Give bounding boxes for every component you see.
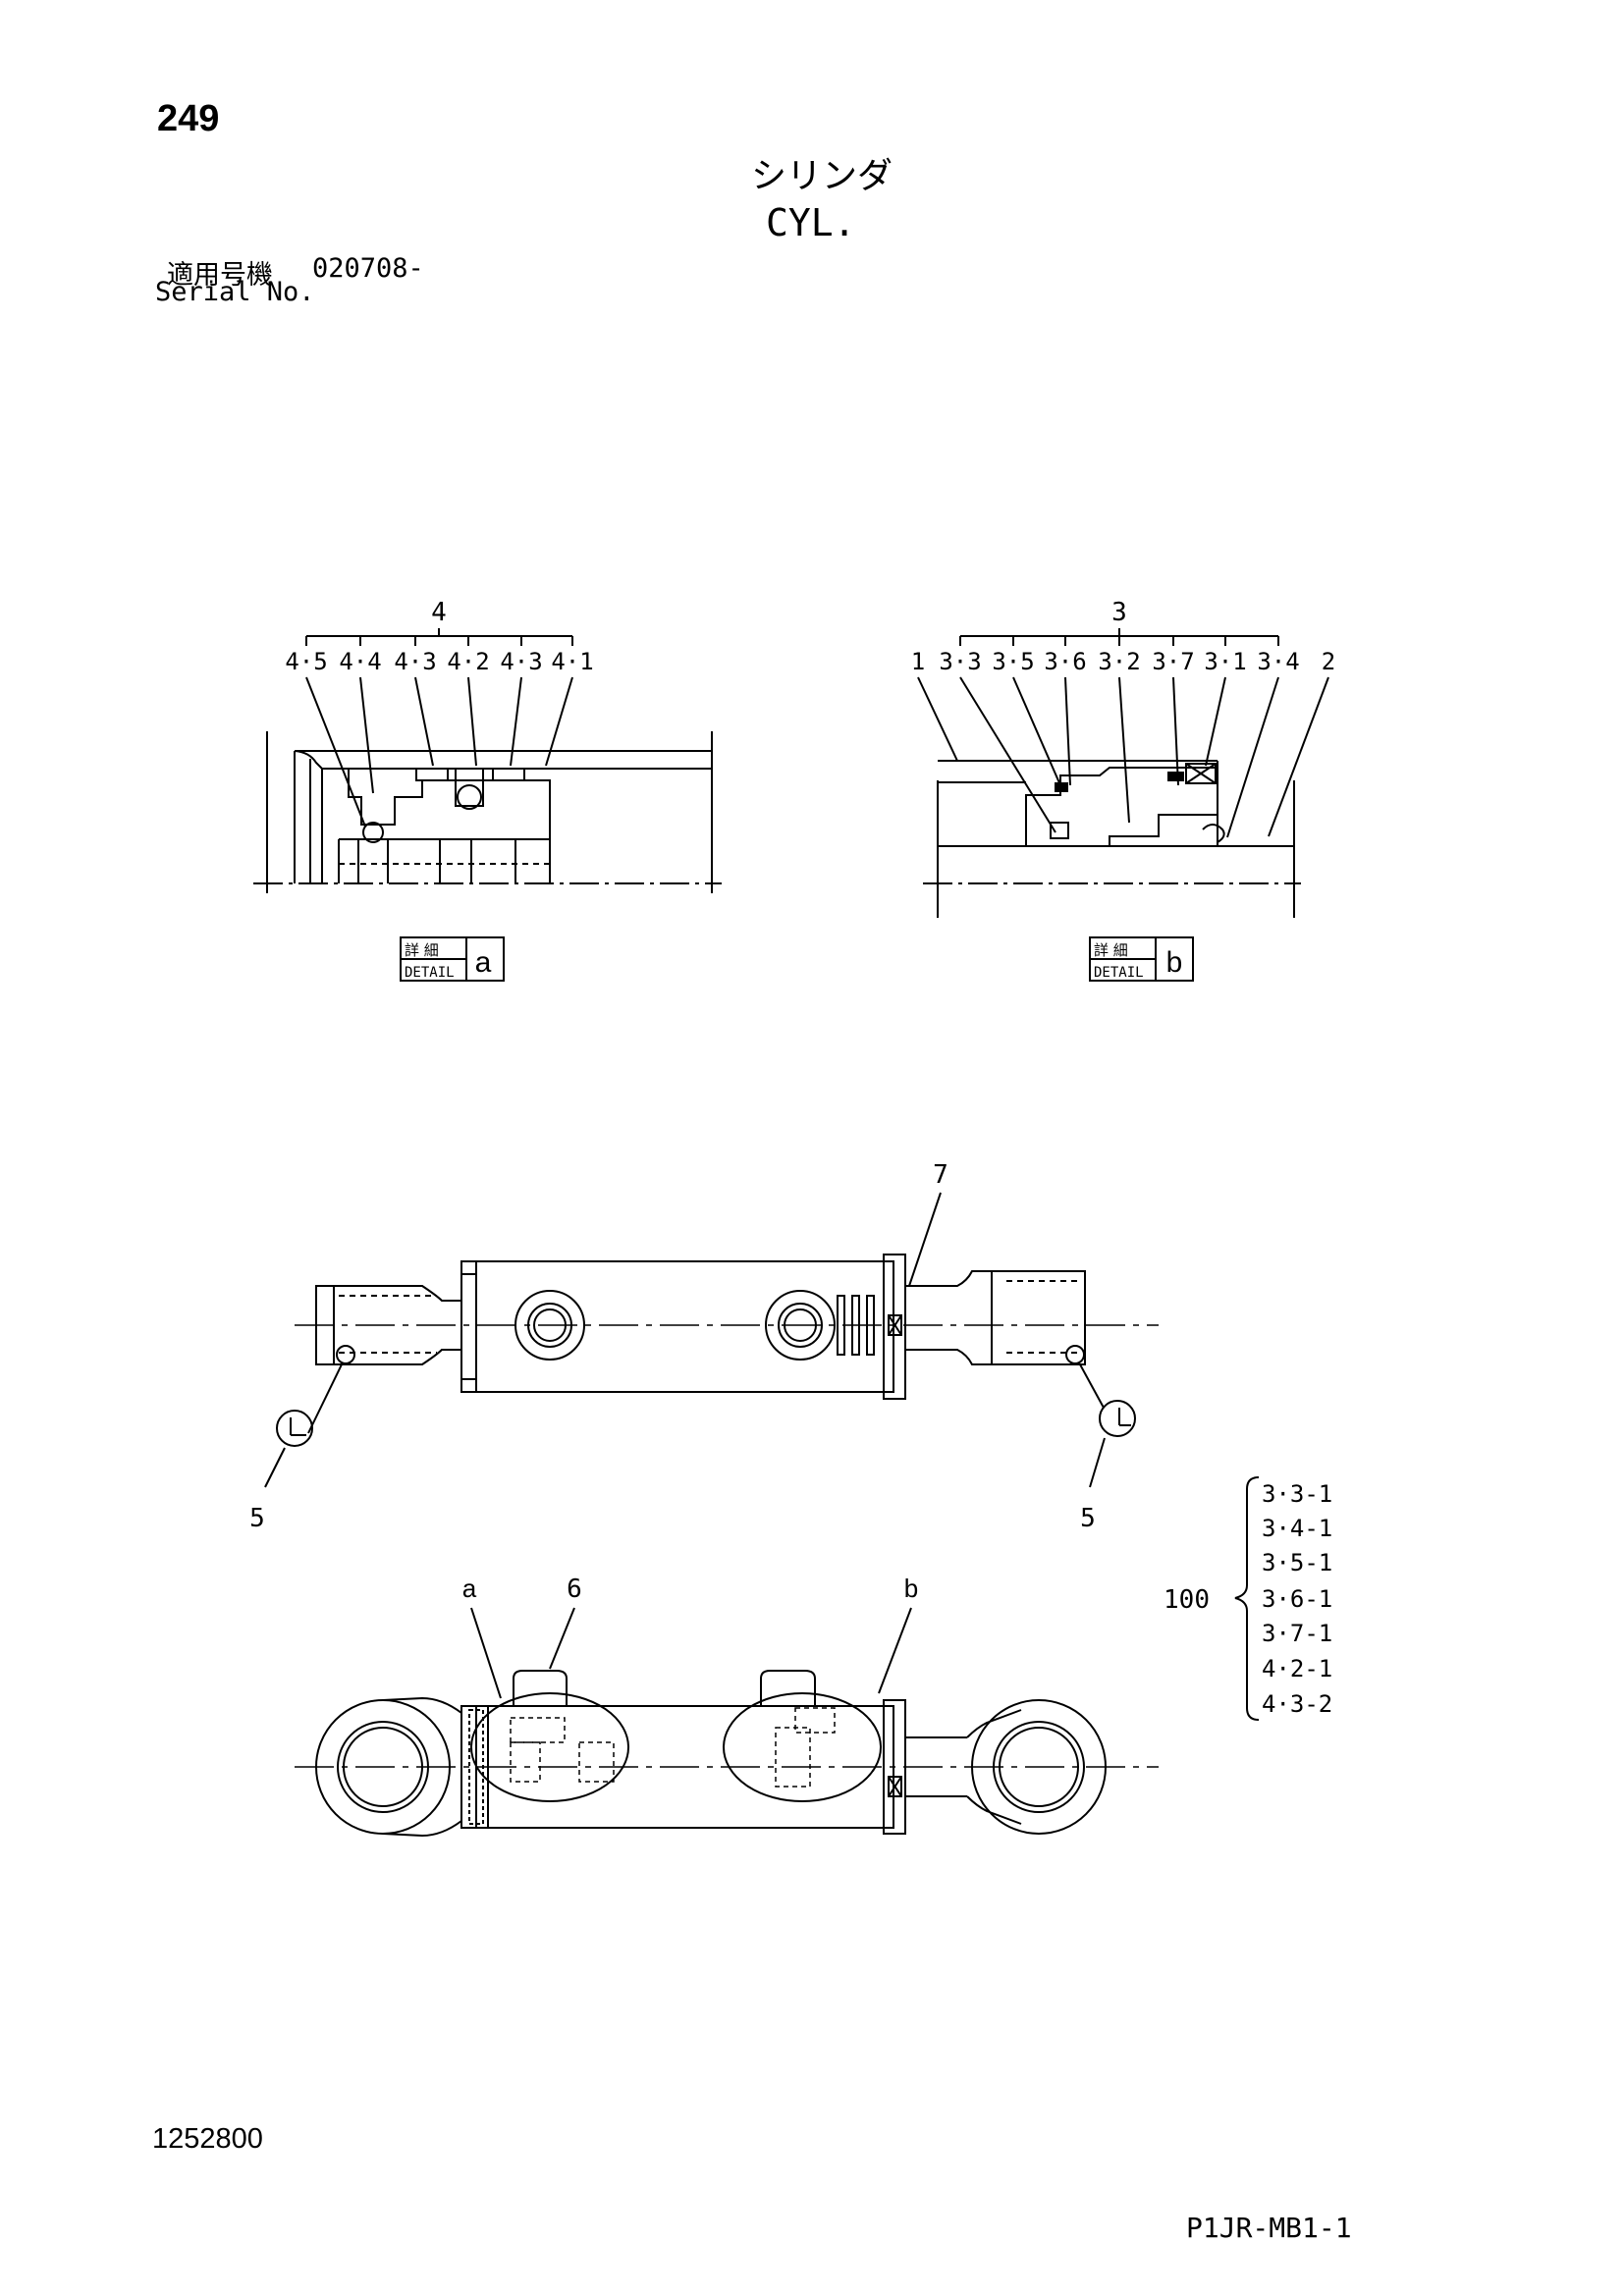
kit-item: 4·3-2 — [1262, 1690, 1332, 1718]
cylinder-top-view: 7 5 5 — [249, 1160, 1159, 1533]
kit-number: 100 — [1164, 1585, 1210, 1615]
detail-b-callout: 3·1 — [1204, 648, 1246, 675]
title-japanese: シリンダ — [751, 156, 893, 196]
kit-item: 3·7-1 — [1262, 1620, 1332, 1647]
page-code: P1JR-MB1-1 — [1186, 2212, 1352, 2244]
detail-a-callout: 4·3 — [500, 648, 542, 675]
callout-5-left: 5 — [249, 1504, 265, 1533]
title-english: CYL. — [766, 201, 856, 244]
callout-7: 7 — [933, 1160, 948, 1190]
document-number: 1252800 — [152, 2123, 263, 2155]
detail-a-letter: a — [475, 946, 492, 979]
detail-a-box-en: DETAIL — [405, 965, 455, 981]
serial-label-japanese: 適用号機 — [167, 260, 273, 291]
detail-a-box-jp: 詳 細 — [405, 941, 439, 959]
detail-a-group-label: 4 — [431, 598, 447, 627]
detail-b-box-en: DETAIL — [1094, 965, 1144, 981]
detail-a-callout: 4·5 — [285, 648, 327, 675]
detail-b-group-label: 3 — [1111, 598, 1127, 627]
kit-item: 3·6-1 — [1262, 1585, 1332, 1613]
detail-b-view: 3 1 3·3 3·5 3·6 3·2 3·7 3·1 3·4 2 — [911, 598, 1335, 918]
detail-b-letter: b — [1166, 946, 1183, 979]
cylinder-side-view: a 6 b — [295, 1574, 1159, 1838]
detail-b-callout: 3·7 — [1152, 648, 1194, 675]
detail-b-callout: 3·2 — [1098, 648, 1140, 675]
callout-6: 6 — [567, 1575, 582, 1604]
serial-label-english: Serial No. — [155, 277, 315, 307]
detail-a-callout: 4·4 — [339, 648, 381, 675]
kit-item: 4·2-1 — [1262, 1655, 1332, 1682]
kit-item: 3·3-1 — [1262, 1480, 1332, 1508]
detail-b-callout: 1 — [911, 648, 925, 675]
detail-b-callout: 2 — [1322, 648, 1335, 675]
detail-a-callout: 4·3 — [394, 648, 436, 675]
detail-b-callout: 3·6 — [1044, 648, 1086, 675]
serial-value: 020708- — [312, 253, 424, 284]
detail-b-box-jp: 詳 細 — [1094, 941, 1128, 959]
callout-a: a — [462, 1574, 477, 1603]
detail-a-view: 4 4·5 4·4 4·3 4·2 4·3 4·1 — [253, 598, 722, 982]
seal-kit-list: 100 3·3-1 3·4-1 3·5-1 3·6-1 3·7-1 4·2-1 … — [1164, 1476, 1332, 1721]
detail-b-callout: 3·3 — [939, 648, 981, 675]
detail-b-callout: 3·4 — [1257, 648, 1299, 675]
detail-a-callout: 4·1 — [551, 648, 593, 675]
kit-item: 3·5-1 — [1262, 1549, 1332, 1576]
detail-a-callout: 4·2 — [447, 648, 489, 675]
detail-b-callout: 3·5 — [992, 648, 1034, 675]
callout-b: b — [904, 1574, 918, 1603]
kit-item: 3·4-1 — [1262, 1515, 1332, 1542]
page-number: 249 — [157, 98, 220, 139]
callout-5-right: 5 — [1080, 1504, 1096, 1533]
